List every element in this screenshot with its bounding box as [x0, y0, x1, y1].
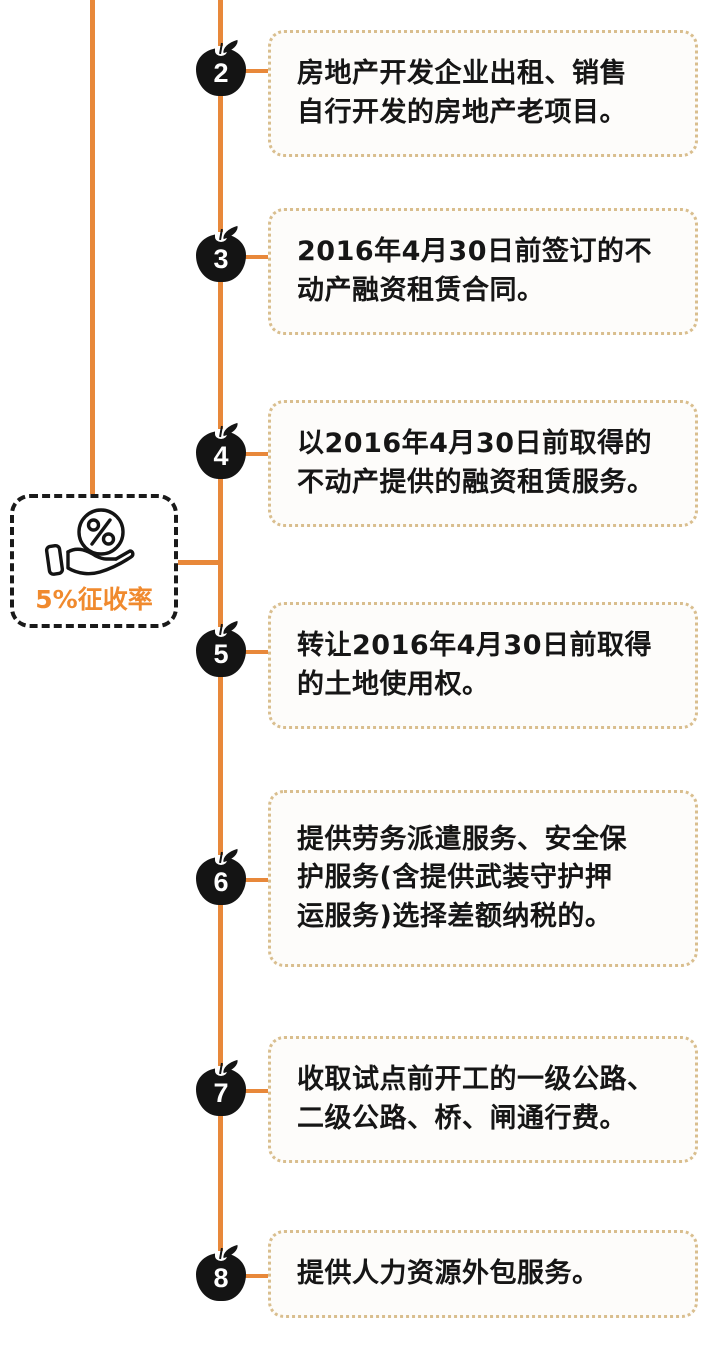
item-card[interactable]: 转让2016年4月30日前取得 的土地使用权。: [268, 602, 698, 729]
apple-body: [196, 629, 246, 677]
hand-holding-percent-icon: [44, 508, 135, 576]
item-card[interactable]: 房地产开发企业出租、销售 自行开发的房地产老项目。: [268, 30, 698, 157]
item-text: 以2016年4月30日前取得的 不动产提供的融资租赁服务。: [297, 428, 655, 498]
item-text: 收取试点前开工的一级公路、 二级公路、桥、闸通行费。: [297, 1064, 655, 1134]
apple-body: [196, 857, 246, 905]
apple-badge-icon[interactable]: 8: [196, 1244, 246, 1301]
card-connector-stub: [238, 878, 274, 882]
item-card[interactable]: 以2016年4月30日前取得的 不动产提供的融资租赁服务。: [268, 400, 698, 527]
rate-box-connector-line: [178, 560, 223, 565]
card-connector-stub: [238, 1089, 274, 1093]
badge-number: 5: [213, 639, 229, 669]
apple-body: [196, 1253, 246, 1301]
card-connector-stub: [238, 255, 274, 259]
badge-number: 7: [213, 1078, 229, 1108]
item-text: 提供人力资源外包服务。: [297, 1257, 600, 1289]
badge-number: 2: [213, 58, 229, 88]
badge-number: 4: [213, 441, 229, 471]
item-text: 2016年4月30日前签订的不 动产融资租赁合同。: [297, 236, 653, 306]
card-connector-stub: [238, 650, 274, 654]
item-card[interactable]: 收取试点前开工的一级公路、 二级公路、桥、闸通行费。: [268, 1036, 698, 1163]
item-text: 房地产开发企业出租、销售 自行开发的房地产老项目。: [297, 58, 627, 128]
apple-body: [196, 234, 246, 282]
rate-box: 5%征收率: [10, 494, 178, 628]
apple-badge-icon[interactable]: 4: [196, 422, 246, 479]
card-connector-stub: [238, 1274, 274, 1278]
item-card[interactable]: 提供劳务派遣服务、安全保 护服务(含提供武装守护押 运服务)选择差额纳税的。: [268, 790, 698, 967]
item-text: 提供劳务派遣服务、安全保 护服务(含提供武装守护押 运服务)选择差额纳税的。: [297, 824, 627, 932]
item-card[interactable]: 提供人力资源外包服务。: [268, 1230, 698, 1318]
apple-badge-icon[interactable]: 7: [196, 1059, 246, 1116]
card-connector-stub: [238, 452, 274, 456]
badge-number: 8: [213, 1263, 229, 1293]
card-connector-stub: [238, 69, 274, 73]
apple-badge-icon[interactable]: 3: [196, 225, 246, 282]
apple-body: [196, 48, 246, 96]
apple-body: [196, 431, 246, 479]
apple-badge-icon[interactable]: 2: [196, 39, 246, 96]
apple-badge-icon[interactable]: 6: [196, 848, 246, 905]
apple-badge-icon[interactable]: 5: [196, 620, 246, 677]
badge-number: 3: [213, 244, 229, 274]
item-card[interactable]: 2016年4月30日前签订的不 动产融资租赁合同。: [268, 208, 698, 335]
apple-body: [196, 1068, 246, 1116]
badge-number: 6: [213, 867, 229, 897]
item-text: 转让2016年4月30日前取得 的土地使用权。: [297, 630, 653, 700]
secondary-timeline-line: [90, 0, 95, 505]
rate-label: 5%征收率: [35, 585, 153, 614]
